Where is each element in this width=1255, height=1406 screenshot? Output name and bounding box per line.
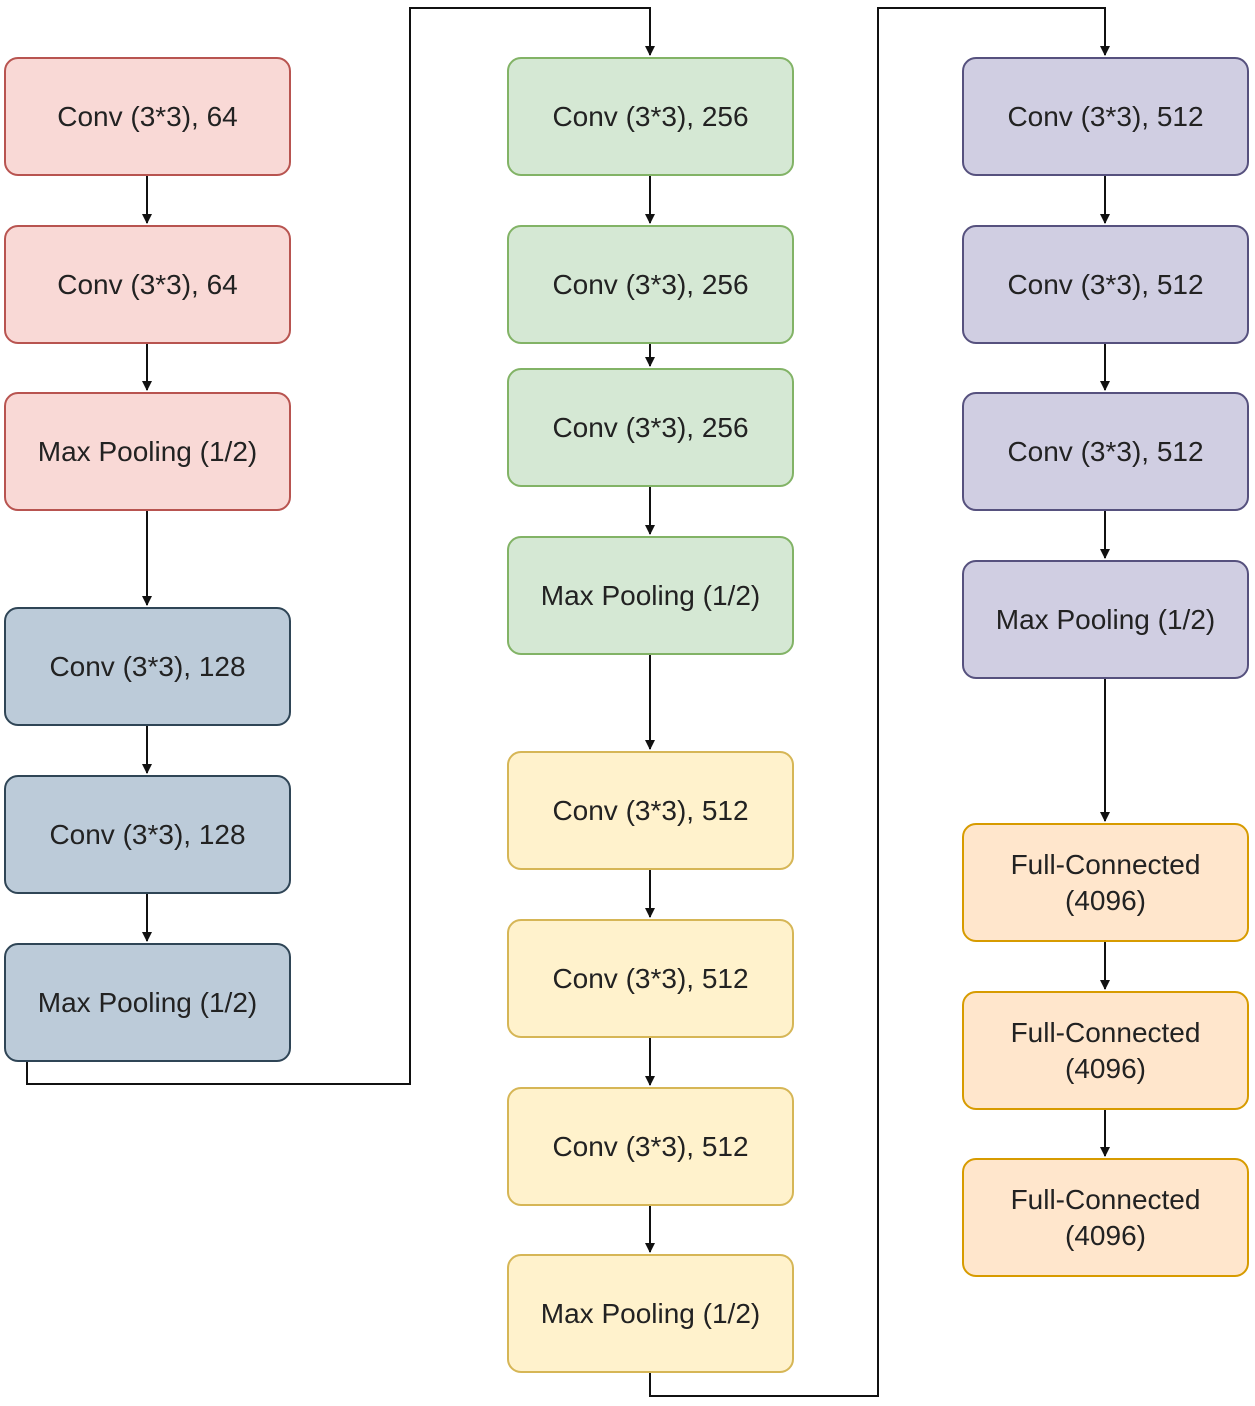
full-connected-block-2: Full-Connected (4096) bbox=[962, 991, 1249, 1110]
block-label: Max Pooling (1/2) bbox=[37, 435, 258, 467]
conv-block-512-5: Conv (3*3), 512 bbox=[962, 225, 1249, 344]
conv-block-256-2: Conv (3*3), 256 bbox=[507, 225, 794, 344]
max-pooling-block-3: Max Pooling (1/2) bbox=[507, 536, 794, 655]
conv-block-64-2: Conv (3*3), 64 bbox=[4, 225, 291, 344]
conv-block-128-1: Conv (3*3), 128 bbox=[4, 607, 291, 726]
full-connected-block-3: Full-Connected (4096) bbox=[962, 1158, 1249, 1277]
max-pooling-block-2: Max Pooling (1/2) bbox=[4, 943, 291, 1062]
block-label: Max Pooling (1/2) bbox=[995, 603, 1216, 635]
max-pooling-block-1: Max Pooling (1/2) bbox=[4, 392, 291, 511]
conv-block-512-3: Conv (3*3), 512 bbox=[507, 1087, 794, 1206]
block-label: Full-Connected (4096) bbox=[1010, 1183, 1201, 1251]
block-label: Conv (3*3), 512 bbox=[552, 794, 749, 826]
block-label: Max Pooling (1/2) bbox=[540, 579, 761, 611]
conv-block-256-3: Conv (3*3), 256 bbox=[507, 368, 794, 487]
block-label: Conv (3*3), 512 bbox=[552, 962, 749, 994]
arrow-c2-to-c3 bbox=[649, 7, 1110, 1397]
block-label: Max Pooling (1/2) bbox=[37, 986, 258, 1018]
block-label: Max Pooling (1/2) bbox=[540, 1297, 761, 1329]
block-label: Conv (3*3), 256 bbox=[552, 100, 749, 132]
block-label: Conv (3*3), 512 bbox=[1007, 268, 1204, 300]
block-label: Conv (3*3), 256 bbox=[552, 411, 749, 443]
full-connected-block-1: Full-Connected (4096) bbox=[962, 823, 1249, 942]
block-label: Conv (3*3), 128 bbox=[49, 650, 246, 682]
block-label: Conv (3*3), 512 bbox=[1007, 100, 1204, 132]
conv-block-512-2: Conv (3*3), 512 bbox=[507, 919, 794, 1038]
conv-block-128-2: Conv (3*3), 128 bbox=[4, 775, 291, 894]
block-label: Full-Connected (4096) bbox=[1010, 1016, 1201, 1084]
block-label: Full-Connected (4096) bbox=[1010, 848, 1201, 916]
block-label: Conv (3*3), 128 bbox=[49, 818, 246, 850]
block-label: Conv (3*3), 256 bbox=[552, 268, 749, 300]
block-label: Conv (3*3), 64 bbox=[57, 100, 238, 132]
block-label: Conv (3*3), 64 bbox=[57, 268, 238, 300]
max-pooling-block-4: Max Pooling (1/2) bbox=[507, 1254, 794, 1373]
block-label: Conv (3*3), 512 bbox=[1007, 435, 1204, 467]
conv-block-512-1: Conv (3*3), 512 bbox=[507, 751, 794, 870]
block-label: Conv (3*3), 512 bbox=[552, 1130, 749, 1162]
conv-block-512-4: Conv (3*3), 512 bbox=[962, 57, 1249, 176]
arrow-c1-to-c2 bbox=[26, 7, 655, 1085]
conv-block-256-1: Conv (3*3), 256 bbox=[507, 57, 794, 176]
max-pooling-block-5: Max Pooling (1/2) bbox=[962, 560, 1249, 679]
conv-block-512-6: Conv (3*3), 512 bbox=[962, 392, 1249, 511]
conv-block-64-1: Conv (3*3), 64 bbox=[4, 57, 291, 176]
